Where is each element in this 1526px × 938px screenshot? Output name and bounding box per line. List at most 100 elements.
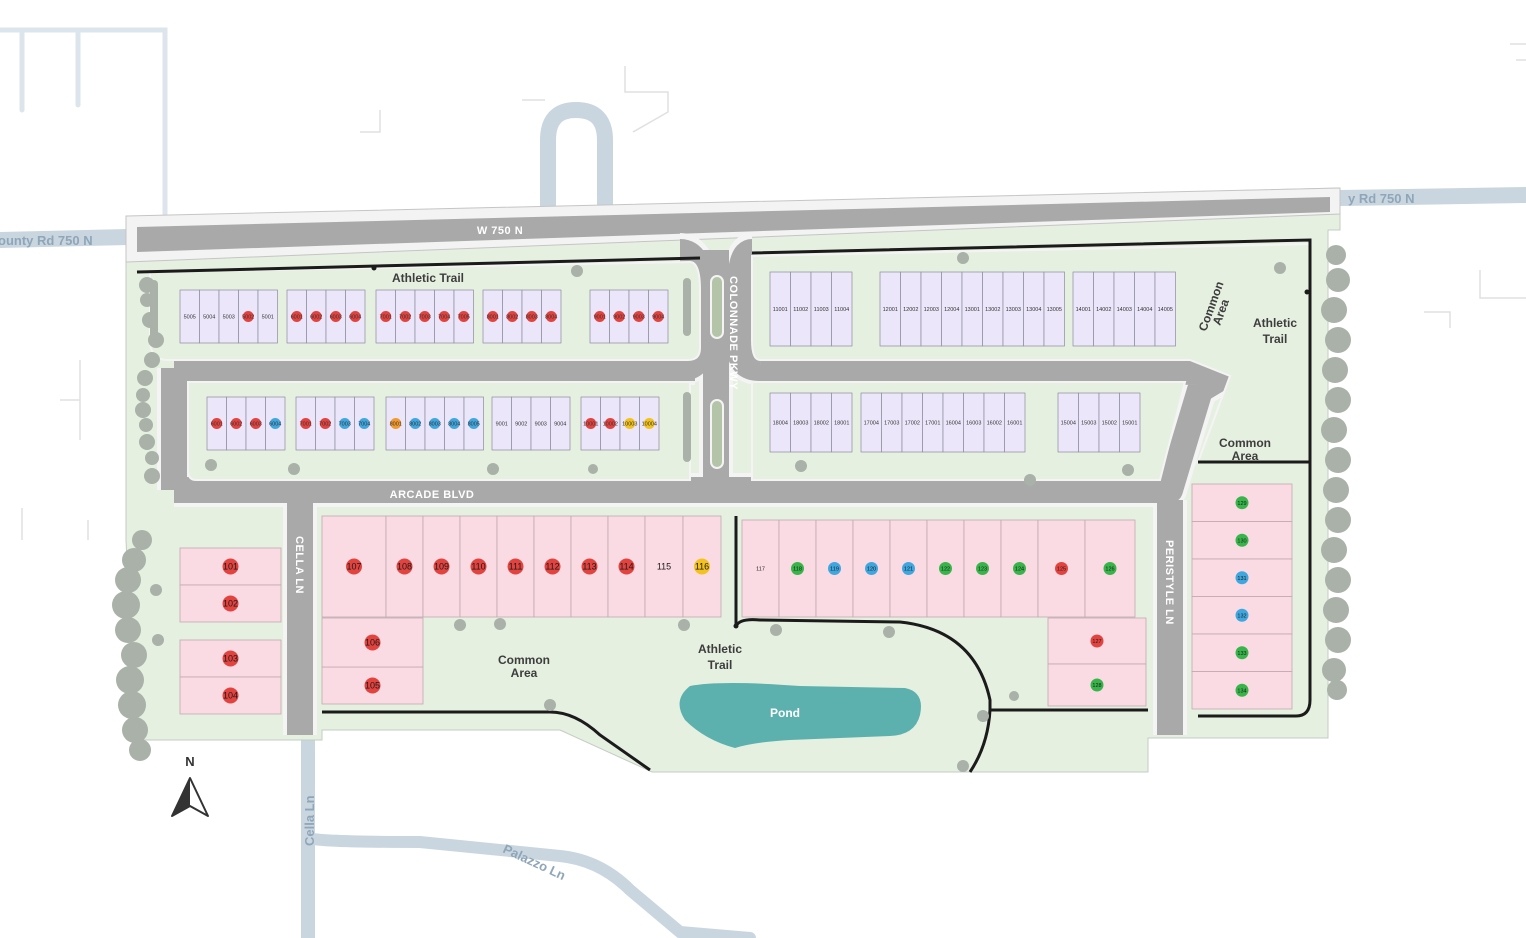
tree <box>487 463 499 475</box>
faint-parcel-lines <box>21 43 1526 540</box>
lot-status-dot <box>346 558 362 575</box>
tree <box>205 459 217 471</box>
road-label-peristyle: PERISTYLE LN <box>1163 540 1175 625</box>
townhome-lot[interactable] <box>831 271 853 347</box>
single-family-lot[interactable] <box>741 519 780 618</box>
lot-number: 17002 <box>905 421 920 427</box>
townhome-lot[interactable] <box>1004 392 1026 453</box>
athletic-trail <box>136 238 1312 773</box>
tree-groups <box>112 245 1351 772</box>
townhome-lot[interactable] <box>831 392 853 453</box>
lot-status-dot <box>291 311 303 322</box>
lot-status-dot <box>643 418 655 429</box>
lot-status-dot <box>1235 683 1249 697</box>
townhome-lot[interactable] <box>257 289 278 344</box>
tree <box>1327 680 1347 700</box>
hedge <box>683 392 691 462</box>
lot-number: 7003 <box>419 315 431 321</box>
lot-status-dot <box>250 418 262 429</box>
townhome-lot[interactable] <box>1043 271 1065 347</box>
lot-number: 17004 <box>864 421 879 427</box>
townhome-lot[interactable] <box>1119 392 1141 453</box>
lot-number: 6001 <box>211 422 223 428</box>
lot-status-dot <box>1235 533 1249 547</box>
tree <box>588 464 598 474</box>
lot-number: 104 <box>223 691 238 701</box>
tree <box>1323 597 1349 623</box>
lot-status-dot <box>310 311 322 322</box>
lot-number: 9001 <box>594 315 606 321</box>
lot-status-dot <box>364 677 381 694</box>
tree <box>1322 357 1348 383</box>
lot-number: 7001 <box>300 422 312 428</box>
lot-number: 102 <box>223 599 238 609</box>
lot-status-dot <box>433 558 450 575</box>
lot-number: 9002 <box>613 315 625 321</box>
tree <box>135 402 151 418</box>
tree <box>144 352 160 368</box>
single-family-lot[interactable] <box>644 515 684 618</box>
lot-number: 10003 <box>622 422 637 428</box>
athletic-label-ne: Athletic <box>1253 316 1297 330</box>
lot-status-dot <box>222 687 239 704</box>
lot-status-dot <box>364 634 381 651</box>
lot-status-dot <box>506 311 518 322</box>
tree <box>145 451 159 465</box>
lot-number: 7004 <box>438 315 450 321</box>
lot-number: 15002 <box>1102 421 1117 427</box>
tree <box>288 463 300 475</box>
external-roads <box>0 27 1526 938</box>
tree <box>118 691 146 719</box>
lot-status-dot <box>470 558 487 575</box>
lot-number: 134 <box>1237 688 1246 694</box>
lot-status-dot <box>1235 646 1249 660</box>
road-label-arcade: ARCADE BLVD <box>390 489 475 501</box>
tree <box>139 418 153 432</box>
tree <box>1122 464 1134 476</box>
tree <box>116 666 144 694</box>
trail-marker <box>1304 289 1310 295</box>
lot-number: 9003 <box>633 315 645 321</box>
lot-status-dot <box>694 558 710 575</box>
tree <box>544 699 556 711</box>
lot-number: 12004 <box>944 307 959 313</box>
tree <box>122 548 146 572</box>
road-label-county-right: y Rd 750 N <box>1348 191 1414 206</box>
lot-number: 101 <box>223 562 238 572</box>
tree <box>144 468 160 484</box>
lot-number: 7002 <box>319 422 331 428</box>
lot-status-dot <box>300 418 312 429</box>
lot-status-dot <box>604 418 616 429</box>
lot-number: 16002 <box>987 421 1002 427</box>
lot-number: 15001 <box>1122 421 1137 427</box>
lot-status-dot <box>390 418 402 429</box>
lot-number: 17003 <box>884 421 899 427</box>
lot-status-dot <box>409 418 421 429</box>
lot-number: 14005 <box>1158 307 1173 313</box>
lot-number: 18002 <box>814 421 829 427</box>
lot-number: 6002 <box>230 422 242 428</box>
lot-status-dot <box>545 311 557 322</box>
lot-number: 12002 <box>903 307 918 313</box>
lot-number: 12003 <box>924 307 939 313</box>
lot-number: 5004 <box>203 315 215 321</box>
lot-number: 8003 <box>526 315 538 321</box>
lot-status-dot <box>507 558 524 575</box>
lot-number: 7005 <box>458 315 470 321</box>
lot-number: 13005 <box>1047 307 1062 313</box>
lot-status-dot <box>1090 678 1104 692</box>
lot-number: 9003 <box>535 422 547 428</box>
tree <box>1321 417 1347 443</box>
lot-status-dot <box>828 562 841 575</box>
lot-number: 9004 <box>554 422 566 428</box>
lot-status-dot <box>1235 571 1249 585</box>
pond <box>679 683 921 748</box>
townhome-lot[interactable] <box>1154 271 1176 347</box>
townhome-lot[interactable] <box>550 396 571 451</box>
